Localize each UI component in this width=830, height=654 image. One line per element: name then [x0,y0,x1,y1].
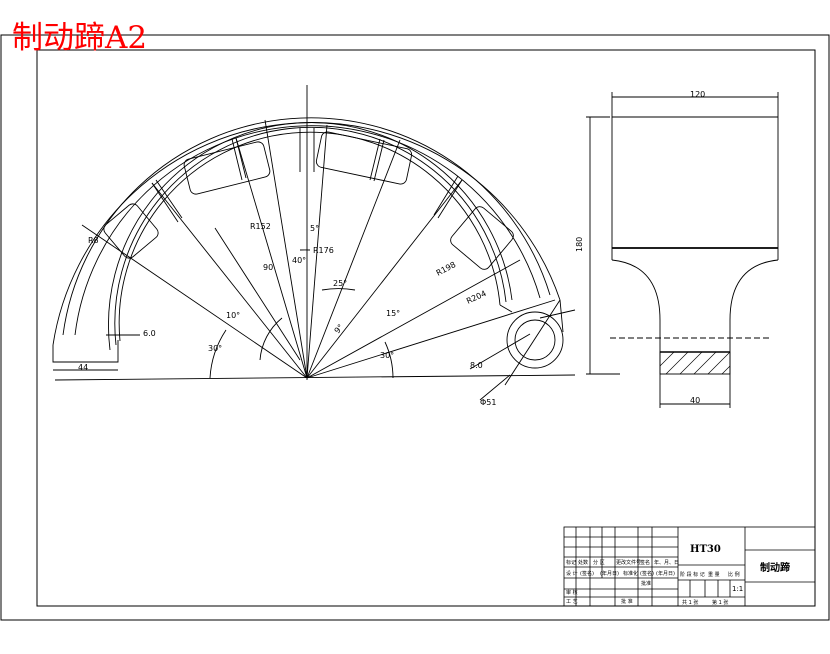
pocket-2 [183,141,271,195]
dim-ang-10: 10° [226,311,240,320]
outer-arc [52,122,561,346]
dim-r204: R204 [465,289,488,306]
dim-r176: R176 [313,246,334,255]
inner-border [36,49,816,607]
row2-col3: (年月日) [600,570,619,577]
dim-ang-40: 40° [292,256,306,265]
rib-arc [74,125,541,336]
row3-col1: 审 核 [566,589,578,596]
row2-col1: 设 计 [566,570,578,577]
left-foot [52,340,119,363]
part-name-label: 制动蹄 [760,561,790,574]
outer-border [0,34,830,621]
approve-mid: 批准 [641,580,651,587]
row2-col6: (年月日) [656,570,675,577]
baseline [54,374,576,381]
dim-ang-25: 25° [333,279,347,288]
scale-label: 1:1 [732,585,743,593]
dim-8: 8.0 [470,361,483,370]
inner-arc-1 [108,122,513,351]
title-block [563,526,816,607]
sheet-count-right: 第 1 张 [712,599,728,606]
pocket-3 [315,131,413,185]
row4-col1: 工 艺 [566,599,578,605]
pocket-4 [450,206,514,270]
side-view [586,92,779,408]
front-view [52,85,576,401]
sheet-title: 制动蹄A2 [12,20,147,56]
dim-width-top: 120 [690,90,705,99]
boss-outer [506,311,564,369]
row1-col3: 分 区 [593,559,605,566]
row1-col2: 处数 [578,559,588,566]
dim-width-bottom: 40 [690,396,700,405]
row1-col4: 更改文件号 [616,559,641,566]
boss-inner [514,319,556,361]
dim-ang-30-left: 30° [208,344,222,353]
boss-link [499,299,564,333]
row1-col5: 签名 [640,559,650,566]
material-label: HT30 [690,544,721,555]
row2-col2: (签名) [580,570,594,577]
dim-44: 44 [78,363,88,372]
stage-label: 阶 段 标 记 [680,571,705,578]
row4-col4: 批 准 [621,598,633,605]
dim-phi51: Φ51 [480,398,496,407]
title-block-text: HT30 制动蹄 1:1 共 1 张 第 1 张 阶 段 标 记 重 量 比 例… [566,544,790,606]
dim-r198: R198 [435,260,458,278]
weight-label: 重 量 [708,571,720,578]
row1-col1: 标记 [566,559,576,566]
pocket-1 [103,203,159,259]
dim-ang-5: 5° [310,224,319,233]
row2-col4: 标准化 [623,570,638,577]
dim-ang-15: 15° [386,309,400,318]
sheet-count-left: 共 1 张 [682,599,698,606]
outer-arc-2 [62,117,551,336]
dim-ang-9: 9° [333,323,346,336]
dim-90a: 90 [263,263,273,272]
dim-r8: R8 [88,236,99,245]
inner-arc-3 [118,131,501,342]
side-view-labels: 120 180 40 [575,90,705,405]
dim-r152: R152 [250,222,271,231]
dim-6: 6.0 [143,329,156,338]
inner-arc-2 [114,126,507,346]
dim-height-left: 180 [575,237,584,252]
row2-col5: (签名) [640,570,654,577]
dim-ang-30-right: 30° [380,351,394,360]
row1-col6: 年、月、日 [654,559,679,566]
scale-heading: 比 例 [728,571,740,578]
